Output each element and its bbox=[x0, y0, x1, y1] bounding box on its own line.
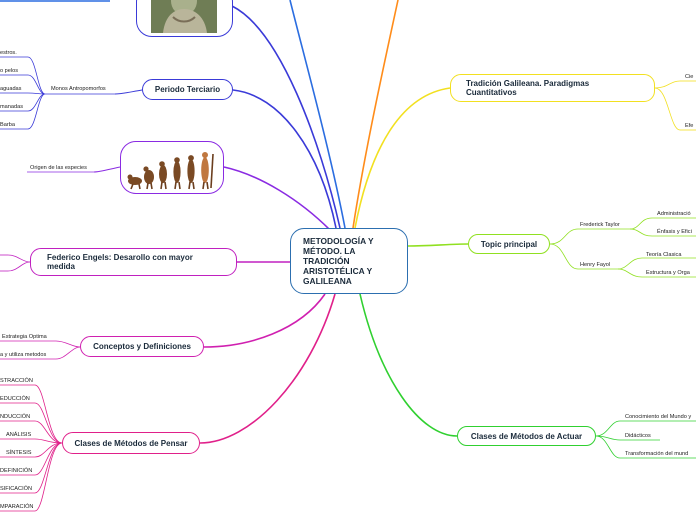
node-conceptos-definiciones[interactable]: Conceptos y Definiciones bbox=[80, 336, 204, 357]
leaf-sintesis[interactable]: SÍNTESIS bbox=[6, 450, 32, 456]
leaf-definicion[interactable]: DEFINICIÓN bbox=[0, 468, 32, 474]
edge-pensar bbox=[200, 294, 335, 443]
edge-terciario-sub bbox=[115, 90, 142, 94]
node-metodos-actuar-label: Clases de Métodos de Actuar bbox=[471, 432, 582, 441]
leaf-terciario-5[interactable]: Barba bbox=[0, 122, 15, 128]
leaf-comparacion[interactable]: MPARACIÓN bbox=[0, 504, 33, 510]
node-federico-engels[interactable]: Federico Engels: Desarollo con mayor med… bbox=[30, 248, 237, 276]
node-federico-engels-label: Federico Engels: Desarollo con mayor med… bbox=[47, 253, 220, 271]
leaf-frederick-taylor[interactable]: Frederick Taylor bbox=[580, 222, 620, 228]
node-topic-principal-label: Topic principal bbox=[481, 240, 537, 249]
leaf-terciario-2[interactable]: o pelos bbox=[0, 68, 18, 74]
leaf-induccion[interactable]: NDUCCIÓN bbox=[0, 414, 30, 420]
leaf-taylor-2[interactable]: Énfasis y Efici bbox=[657, 229, 692, 235]
node-periodo-terciario[interactable]: Periodo Terciario bbox=[142, 79, 233, 100]
leaf-origen-especies[interactable]: Origen de las especies bbox=[30, 165, 87, 171]
node-conceptos-definiciones-label: Conceptos y Definiciones bbox=[93, 342, 191, 351]
image-node-top[interactable] bbox=[136, 0, 233, 37]
edge-top-orange bbox=[353, 0, 398, 228]
node-tradicion-galileana-label: Tradición Galileana. Paradigmas Cuantita… bbox=[466, 79, 639, 97]
leaf-analisis[interactable]: ANÁLISIS bbox=[6, 432, 31, 438]
leaf-actuar-1[interactable]: Conocimiento del Mundo y bbox=[625, 414, 691, 420]
leaf-clasificacion[interactable]: SIFICACIÓN bbox=[0, 486, 32, 492]
leaf-galileana-1[interactable]: Cie bbox=[685, 74, 693, 80]
edge-actuar bbox=[360, 294, 457, 436]
edge-topic bbox=[408, 244, 468, 246]
leaf-deduccion[interactable]: EDUCCIÓN bbox=[0, 396, 30, 402]
leaf-actuar-3[interactable]: Transformación del mund bbox=[625, 451, 688, 457]
leaf-actuar-2[interactable]: Didácticos bbox=[625, 433, 651, 439]
leaf-estrategia-optima[interactable]: Estrategia Optima bbox=[2, 334, 47, 340]
leaf-fayol-2[interactable]: Estructura y Orga bbox=[646, 270, 690, 276]
node-metodos-pensar[interactable]: Clases de Métodos de Pensar bbox=[62, 432, 200, 454]
edge-top-blue bbox=[290, 0, 345, 228]
leaf-terciario-4[interactable]: manadas bbox=[0, 104, 23, 110]
central-topic[interactable]: METODOLOGÍA Y MÉTODO. LA TRADICIÓN ARIST… bbox=[290, 228, 408, 294]
leaf-galileana-2[interactable]: Efe bbox=[685, 123, 693, 129]
leaf-henry-fayol[interactable]: Henry Fayol bbox=[580, 262, 610, 268]
edge-galileana bbox=[355, 88, 450, 228]
node-metodos-actuar[interactable]: Clases de Métodos de Actuar bbox=[457, 426, 596, 446]
statue-image bbox=[137, 0, 233, 37]
image-node-evolution[interactable] bbox=[120, 141, 224, 194]
leaf-terciario-3[interactable]: aguadas bbox=[0, 86, 21, 92]
leaf-taylor-1[interactable]: Administració bbox=[657, 211, 691, 217]
edge-conceptos bbox=[204, 294, 325, 347]
node-metodos-pensar-label: Clases de Métodos de Pensar bbox=[75, 439, 188, 448]
central-topic-label: METODOLOGÍA Y MÉTODO. LA TRADICIÓN ARIST… bbox=[303, 236, 395, 286]
leaf-utiliza-metodos[interactable]: a y utiliza metodos bbox=[0, 352, 46, 358]
node-periodo-terciario-label: Periodo Terciario bbox=[155, 85, 220, 94]
edge-origin bbox=[224, 167, 330, 230]
node-tradicion-galileana[interactable]: Tradición Galileana. Paradigmas Cuantita… bbox=[450, 74, 655, 102]
human-evolution-image bbox=[121, 142, 224, 194]
leaf-fayol-1[interactable]: Teoría Clasica bbox=[646, 252, 681, 258]
leaf-terciario-1[interactable]: estros. bbox=[0, 50, 17, 56]
node-topic-principal[interactable]: Topic principal bbox=[468, 234, 550, 254]
leaf-abstraccion[interactable]: STRACCIÓN bbox=[0, 378, 33, 384]
leaf-monos-antropomorfos[interactable]: Monos Antropomorfos bbox=[51, 86, 106, 92]
